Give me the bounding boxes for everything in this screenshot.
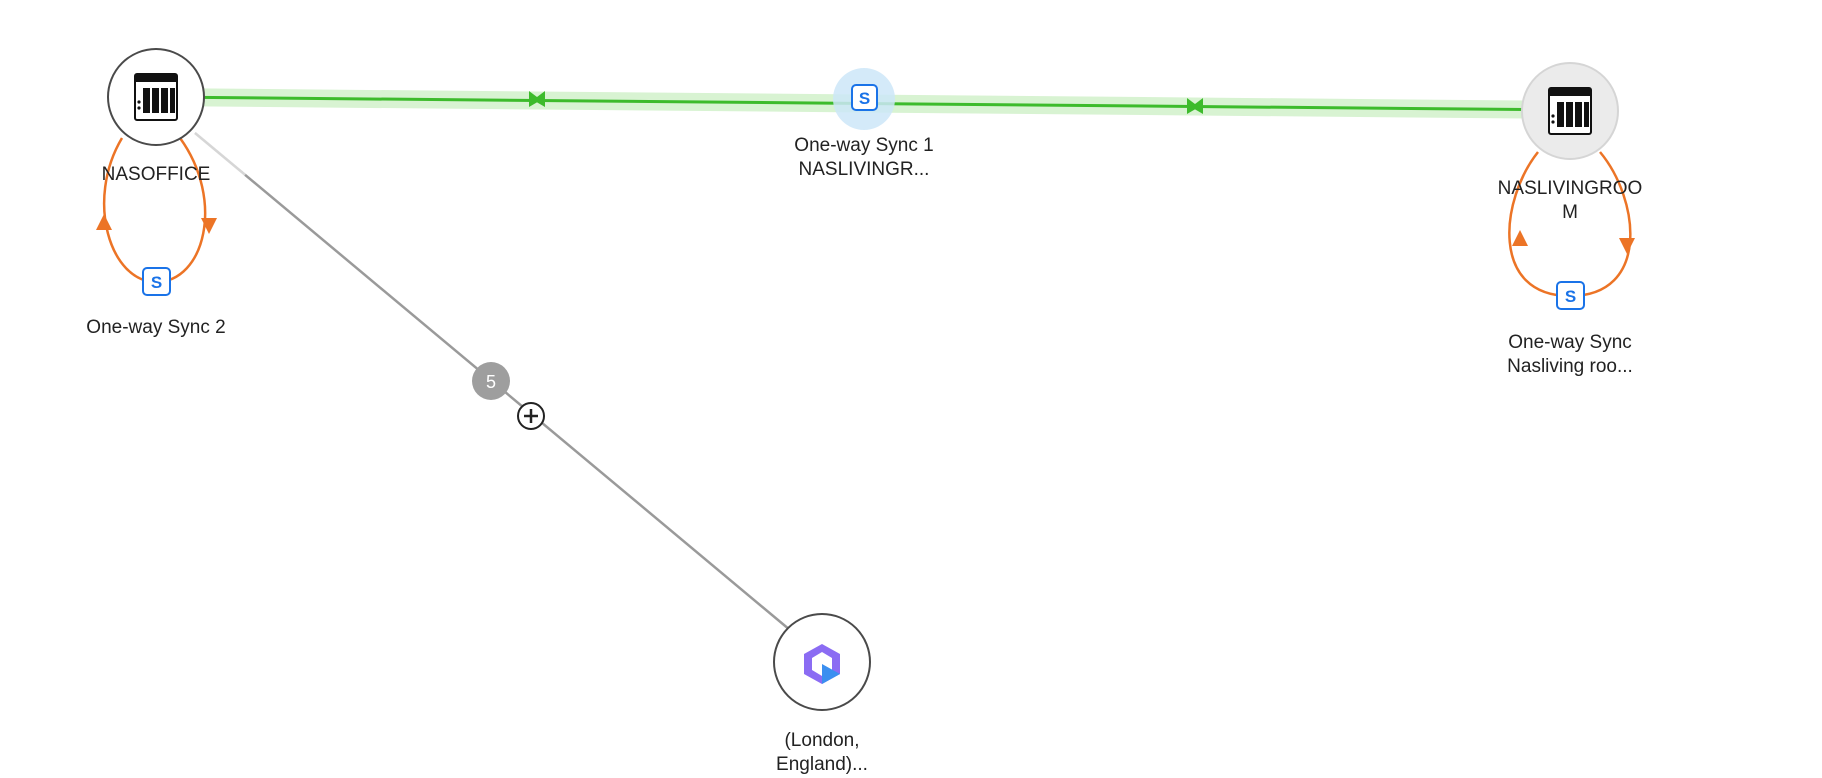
node-label-line2: M <box>1562 202 1578 223</box>
sync-badge-box <box>851 84 878 111</box>
link-direction-marker-icon <box>1187 98 1203 114</box>
node-label: NASOFFICE <box>102 164 211 185</box>
node-label-line2: England)... <box>776 754 868 775</box>
node-cloud-service[interactable]: (London, England)... <box>773 613 871 775</box>
cloud-service-icon <box>804 644 840 684</box>
nas-icon <box>134 73 178 121</box>
sync-badge-living[interactable]: S <box>1556 281 1585 310</box>
local-sync-loop-office[interactable] <box>96 137 217 284</box>
sync-label-line2: NASLIVINGR... <box>799 159 930 180</box>
arrow-up-icon <box>1512 230 1528 246</box>
sync-badge-letter: S <box>151 273 162 292</box>
local-sync-loop-living[interactable] <box>1508 151 1635 298</box>
sync-label: One-way Sync 2 <box>86 317 225 338</box>
nas-icon <box>1548 87 1592 135</box>
link-direction-marker-icon <box>529 91 545 107</box>
sync-badge-1[interactable]: S <box>833 68 895 130</box>
connection-count: 5 <box>486 372 496 392</box>
node-nasoffice[interactable]: NASOFFICE <box>102 48 211 185</box>
node-label-line1: (London, <box>784 730 859 751</box>
sync-label-line2: Nasliving roo... <box>1507 356 1633 377</box>
arrow-up-icon <box>96 214 112 230</box>
sync-badge-box <box>142 267 171 296</box>
plus-circle-icon[interactable] <box>517 402 545 430</box>
sync-badge-letter: S <box>859 89 870 108</box>
arrow-down-icon <box>201 218 217 234</box>
connection-count-badge[interactable]: 5 <box>472 362 510 400</box>
node-naslivingroom[interactable]: NASLIVINGROO M <box>1498 62 1643 223</box>
sync-label-line1: One-way Sync 1 <box>794 135 933 156</box>
sync-badge-letter: S <box>1565 287 1576 306</box>
arrow-down-icon <box>1619 238 1635 254</box>
sync-badge-2[interactable]: S <box>142 267 171 296</box>
sync-badge-box <box>1556 281 1585 310</box>
count-circle <box>472 362 510 400</box>
sync-label-line1: One-way Sync <box>1508 332 1632 353</box>
node-label-line1: NASLIVINGROO <box>1498 178 1643 199</box>
